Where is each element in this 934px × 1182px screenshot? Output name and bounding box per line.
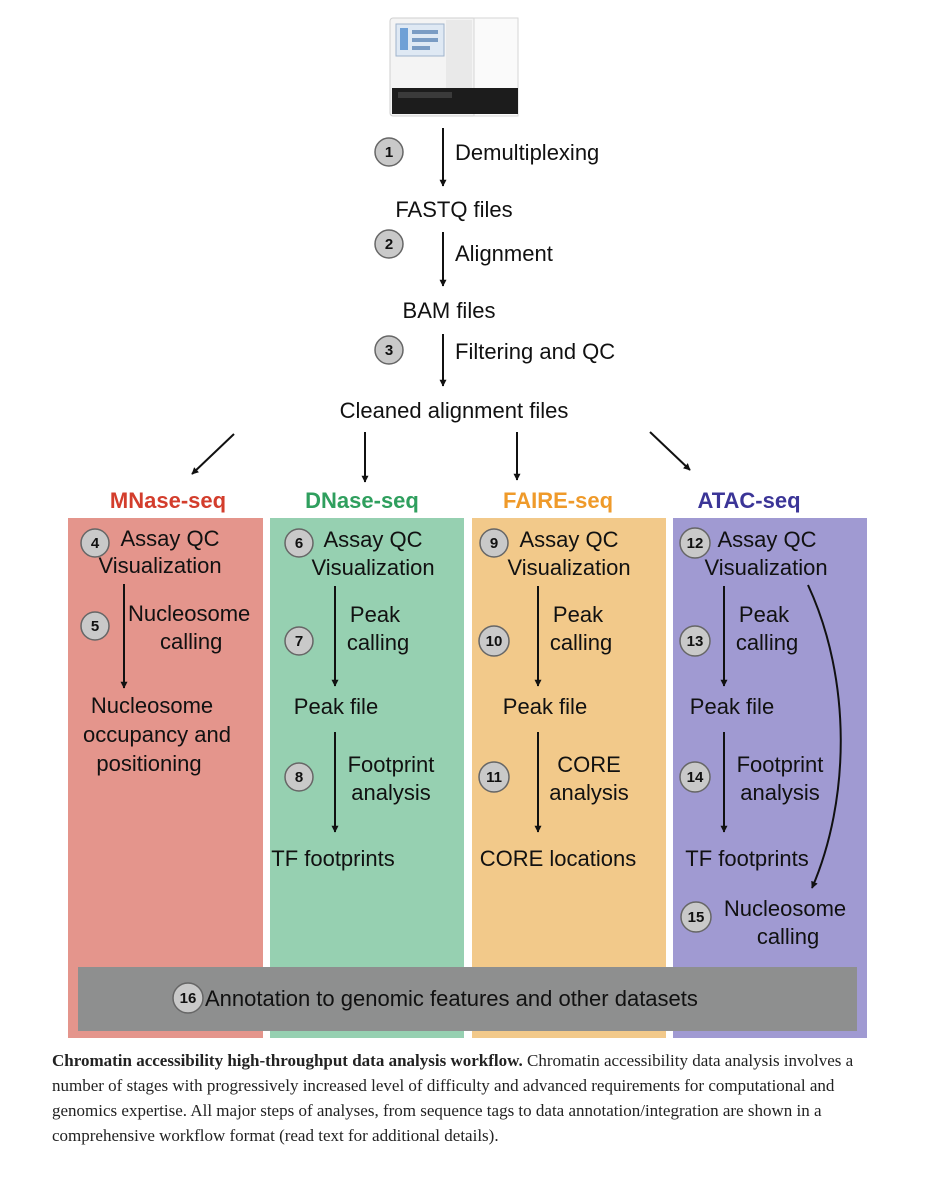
step-badge-10: 10 <box>478 625 510 657</box>
dnase-tf-footprints-label: TF footprints <box>271 846 394 871</box>
dnase-seq-title: DNase-seq <box>305 488 419 513</box>
faire-core-line1: CORE <box>557 752 621 777</box>
nucleosome-calling-line1: Nucleosome <box>128 601 250 626</box>
step-badge-16: 16 <box>172 982 204 1014</box>
step-badge-8: 8 <box>284 762 314 792</box>
svg-text:11: 11 <box>486 769 502 786</box>
nucleosome-occupancy-line2: occupancy and <box>83 722 231 747</box>
dnase-footprint-line1: Footprint <box>348 752 435 777</box>
faire-peak-calling-line1: Peak <box>553 602 604 627</box>
sequencer-machine-icon <box>389 17 519 117</box>
nucleosome-occupancy-line3: positioning <box>96 751 201 776</box>
nucleosome-occupancy-line1: Nucleosome <box>91 693 213 718</box>
svg-text:16: 16 <box>180 990 197 1007</box>
output-cleaned-alignment-files: Cleaned alignment files <box>340 398 569 423</box>
annotation-bar <box>78 967 857 1031</box>
figure-caption: Chromatin accessibility high-throughput … <box>52 1048 882 1148</box>
dnase-footprint-line2: analysis <box>351 780 430 805</box>
faire-peak-file-label: Peak file <box>503 694 587 719</box>
step-label-filtering-qc: Filtering and QC <box>455 339 615 364</box>
caption-body: Chromatin accessibility data analysis in… <box>52 1051 854 1145</box>
svg-text:9: 9 <box>490 535 498 552</box>
faire-peak-calling-line2: calling <box>550 630 612 655</box>
mnase-seq-panel <box>68 518 263 1038</box>
step-badge-1: 1 <box>374 137 404 167</box>
step-badge-15: 15 <box>680 901 712 933</box>
step-badge-11: 11 <box>478 761 510 793</box>
atac-visualization-label: Visualization <box>704 555 827 580</box>
branch-arrow-atac <box>649 431 691 471</box>
atac-peak-file-label: Peak file <box>690 694 774 719</box>
svg-text:12: 12 <box>687 535 704 552</box>
atac-assay-qc-label: Assay QC <box>717 527 816 552</box>
dnase-peak-calling-line2: calling <box>347 630 409 655</box>
atac-footprint-line1: Footprint <box>737 752 824 777</box>
step-badge-13: 13 <box>679 625 711 657</box>
svg-text:14: 14 <box>687 769 704 786</box>
faire-core-locations-label: CORE locations <box>480 846 637 871</box>
step-badge-14: 14 <box>679 761 711 793</box>
dnase-peak-file-label: Peak file <box>294 694 378 719</box>
step-label-alignment: Alignment <box>455 241 553 266</box>
atac-seq-title: ATAC-seq <box>697 488 800 513</box>
dnase-visualization-label: Visualization <box>311 555 434 580</box>
faire-core-line2: analysis <box>549 780 628 805</box>
dnase-peak-calling-line1: Peak <box>350 602 401 627</box>
svg-text:6: 6 <box>295 535 303 552</box>
output-fastq-files: FASTQ files <box>395 197 512 222</box>
nucleosome-calling-line2: calling <box>160 629 222 654</box>
mnase-assay-qc-label: Assay QC <box>120 526 219 551</box>
output-bam-files: BAM files <box>403 298 496 323</box>
dnase-assay-qc-label: Assay QC <box>323 527 422 552</box>
step-badge-6: 6 <box>284 528 314 558</box>
svg-text:8: 8 <box>295 769 303 786</box>
step-badge-3: 3 <box>374 335 404 365</box>
step-badge-7: 7 <box>284 626 314 656</box>
svg-text:15: 15 <box>688 909 705 926</box>
faire-visualization-label: Visualization <box>507 555 630 580</box>
atac-nucleosome-calling-line1: Nucleosome <box>724 896 846 921</box>
arrow-atac-nucleosome-curve <box>807 584 842 889</box>
svg-text:5: 5 <box>91 618 99 635</box>
step-badge-4: 4 <box>80 528 110 558</box>
svg-text:2: 2 <box>385 236 393 253</box>
svg-text:1: 1 <box>385 144 393 161</box>
svg-text:4: 4 <box>91 535 100 552</box>
atac-tf-footprints-label: TF footprints <box>685 846 808 871</box>
step-badge-12: 12 <box>679 527 711 559</box>
mnase-visualization-label: Visualization <box>98 553 221 578</box>
workflow-diagram: 1 Demultiplexing FASTQ files 2 Alignment… <box>68 17 867 1038</box>
svg-text:10: 10 <box>486 633 503 650</box>
atac-footprint-line2: analysis <box>740 780 819 805</box>
faire-seq-title: FAIRE-seq <box>503 488 613 513</box>
svg-text:3: 3 <box>385 342 393 359</box>
annotation-label: Annotation to genomic features and other… <box>205 986 698 1011</box>
mnase-seq-title: MNase-seq <box>110 488 226 513</box>
caption-title: Chromatin accessibility high-throughput … <box>52 1051 523 1070</box>
step-badge-2: 2 <box>374 229 404 259</box>
faire-assay-qc-label: Assay QC <box>519 527 618 552</box>
atac-peak-calling-line1: Peak <box>739 602 790 627</box>
step-badge-5: 5 <box>80 611 110 641</box>
atac-nucleosome-calling-line2: calling <box>757 924 819 949</box>
svg-text:7: 7 <box>295 633 303 650</box>
step-label-demultiplexing: Demultiplexing <box>455 140 599 165</box>
svg-text:13: 13 <box>687 633 704 650</box>
step-badge-9: 9 <box>479 528 509 558</box>
atac-peak-calling-line2: calling <box>736 630 798 655</box>
branch-arrow-mnase <box>191 433 235 475</box>
